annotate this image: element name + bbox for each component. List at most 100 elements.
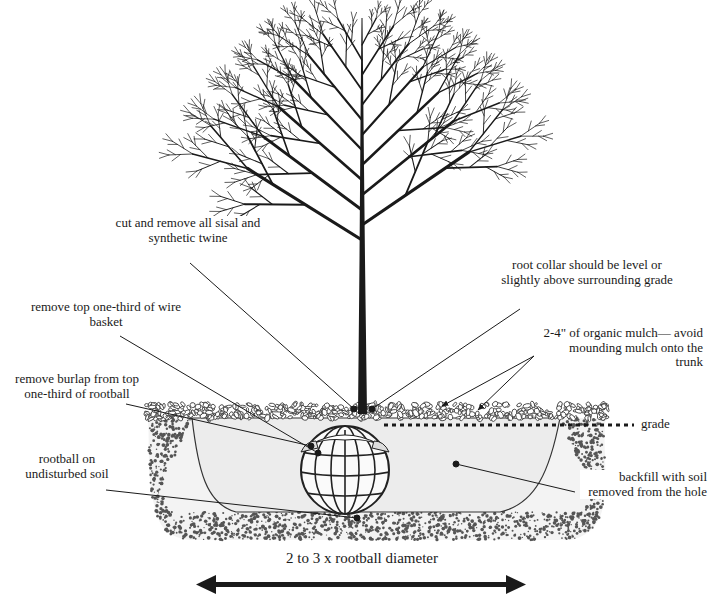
soil-grain (534, 528, 536, 530)
soil-grain (155, 436, 156, 437)
soil-grain (156, 426, 159, 429)
tree-branch (221, 196, 245, 204)
soil-grain (233, 533, 235, 535)
soil-grain (571, 512, 575, 516)
soil-grain (314, 522, 317, 525)
soil-grain (304, 522, 306, 524)
soil-grain (599, 432, 601, 434)
rootball (300, 426, 390, 520)
soil-grain (231, 519, 233, 521)
soil-grain (160, 459, 164, 463)
soil-grain (171, 425, 175, 429)
soil-grain (403, 531, 406, 534)
soil-grain (363, 517, 365, 519)
soil-grain (303, 529, 306, 532)
soil-grain (588, 464, 591, 467)
soil-grain (508, 520, 509, 521)
soil-grain (559, 517, 562, 520)
soil-grain (370, 515, 373, 518)
soil-grain (215, 528, 217, 530)
soil-grain (284, 523, 287, 526)
soil-grain (331, 519, 335, 523)
soil-grain (278, 535, 282, 539)
soil-grain (174, 450, 177, 453)
tree-branch (179, 139, 184, 148)
soil-grain (198, 536, 200, 538)
soil-grain (183, 520, 185, 522)
soil-grain (380, 514, 382, 516)
soil-grain (148, 446, 150, 448)
soil-grain (329, 522, 330, 523)
soil-grain (278, 517, 281, 520)
mulch-chip (206, 407, 213, 412)
soil-grain (244, 531, 247, 534)
soil-grain (565, 531, 568, 534)
soil-grain (152, 439, 155, 442)
soil-grain (380, 517, 383, 520)
soil-grain (592, 513, 595, 516)
soil-grain (175, 444, 178, 447)
soil-grain (195, 538, 197, 540)
soil-grain (566, 420, 569, 423)
soil-grain (588, 428, 590, 430)
soil-grain (594, 458, 596, 460)
soil-grain (381, 521, 384, 524)
soil-grain (375, 539, 377, 541)
soil-grain (418, 524, 420, 526)
tree-branch (240, 149, 246, 157)
soil-grain (179, 439, 182, 442)
soil-grain (594, 515, 597, 518)
soil-grain (287, 535, 289, 537)
soil-grain (584, 514, 587, 517)
soil-grain (444, 519, 446, 521)
soil-grain (176, 532, 178, 534)
soil-grain (448, 523, 450, 525)
soil-grain (228, 522, 231, 525)
soil-grain (390, 528, 391, 529)
soil-grain (249, 536, 252, 539)
mulch-chip (293, 402, 297, 406)
soil-grain (151, 470, 153, 472)
soil-grain (222, 512, 224, 514)
soil-grain (305, 528, 307, 530)
soil-grain (249, 530, 251, 532)
soil-grain (154, 480, 156, 482)
soil-grain (576, 532, 579, 535)
soil-grain (578, 434, 581, 437)
soil-grain (501, 513, 503, 515)
soil-grain (311, 517, 314, 520)
soil-grain (509, 515, 512, 518)
soil-grain (569, 515, 573, 519)
soil-grain (511, 512, 513, 514)
soil-grain (153, 477, 156, 480)
mulch-chip (478, 415, 482, 419)
soil-grain (493, 538, 495, 540)
soil-grain (349, 524, 352, 527)
mulch-chip (333, 416, 339, 421)
soil-grain (200, 529, 202, 531)
soil-grain (421, 534, 423, 536)
soil-grain (184, 529, 187, 532)
soil-grain (236, 519, 239, 522)
soil-grain (489, 526, 492, 529)
mulch-chip (575, 409, 583, 414)
tree-branch (159, 152, 169, 155)
mulch-chip (302, 415, 309, 421)
soil-grain (290, 536, 291, 537)
soil-grain (157, 501, 159, 503)
soil-grain (507, 534, 509, 536)
soil-grain (155, 466, 157, 468)
soil-grain (514, 525, 517, 528)
mulch-chip (432, 415, 438, 420)
basket-wire (300, 452, 390, 456)
soil-grain (517, 512, 518, 513)
soil-grain (570, 516, 572, 518)
soil-grain (592, 459, 594, 461)
soil-grain (278, 539, 281, 542)
soil-grain (273, 539, 274, 540)
soil-grain (149, 452, 152, 455)
soil-grain (599, 505, 603, 509)
mulch-chip (466, 408, 470, 415)
soil-grain (572, 438, 575, 441)
mulch-chip (459, 414, 466, 421)
